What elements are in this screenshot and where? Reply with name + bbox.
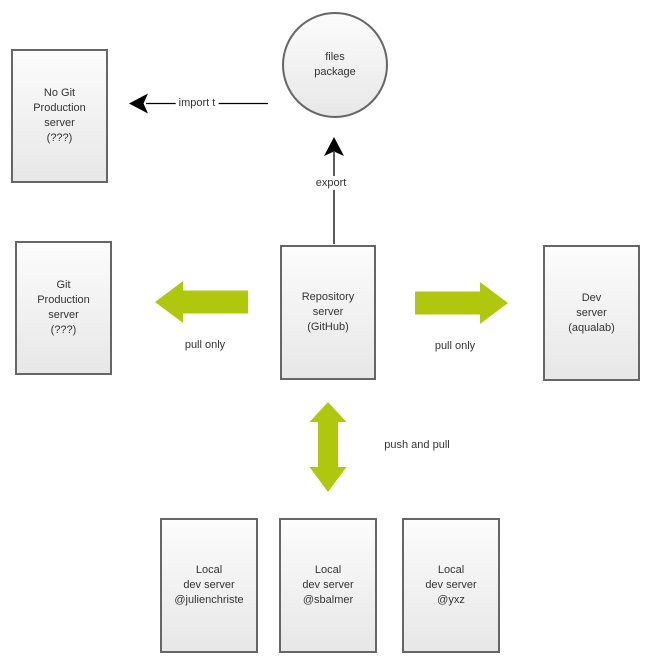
push-pull-edge-label: push and pull <box>381 438 453 452</box>
node-local-dev-server-sbalmer: Local dev server @sbalmer <box>279 518 377 653</box>
node-dev-server: Dev server (aqualab) <box>543 245 640 381</box>
node-local-dev-server-julienchriste-label: Local dev server @julienchriste <box>174 564 244 606</box>
node-repository-server: Repository server (GitHub) <box>280 245 376 380</box>
export-edge-label: export <box>312 176 350 190</box>
node-repository-server-label: Repository server (GitHub) <box>301 291 355 333</box>
export-arrowhead-icon <box>324 137 344 156</box>
node-local-dev-server-sbalmer-label: Local dev server @sbalmer <box>302 564 354 606</box>
node-files-package: files package <box>282 12 388 118</box>
pull-right-edge-label: pull only <box>431 339 479 353</box>
node-local-dev-server-julienchriste: Local dev server @julienchriste <box>160 518 258 653</box>
pull-left-edge-label: pull only <box>181 338 229 352</box>
node-local-dev-server-yxz: Local dev server @yxz <box>402 518 500 653</box>
push-pull-block-arrow <box>309 402 347 492</box>
pull-right-block-arrow <box>415 282 508 324</box>
node-no-git-production-server: No Git Production server (???) <box>11 49 108 183</box>
pull-left-block-arrow <box>155 281 248 323</box>
import-arrowhead-icon <box>129 93 148 114</box>
node-git-production-server-label: Git Production server (???) <box>37 279 90 336</box>
node-files-package-label: files package <box>314 51 356 78</box>
import-edge-label: import t <box>175 96 219 110</box>
node-dev-server-label: Dev server (aqualab) <box>568 291 615 334</box>
node-no-git-production-server-label: No Git Production server (???) <box>33 87 86 144</box>
node-git-production-server: Git Production server (???) <box>15 241 112 375</box>
node-local-dev-server-yxz-label: Local dev server @yxz <box>425 564 477 606</box>
